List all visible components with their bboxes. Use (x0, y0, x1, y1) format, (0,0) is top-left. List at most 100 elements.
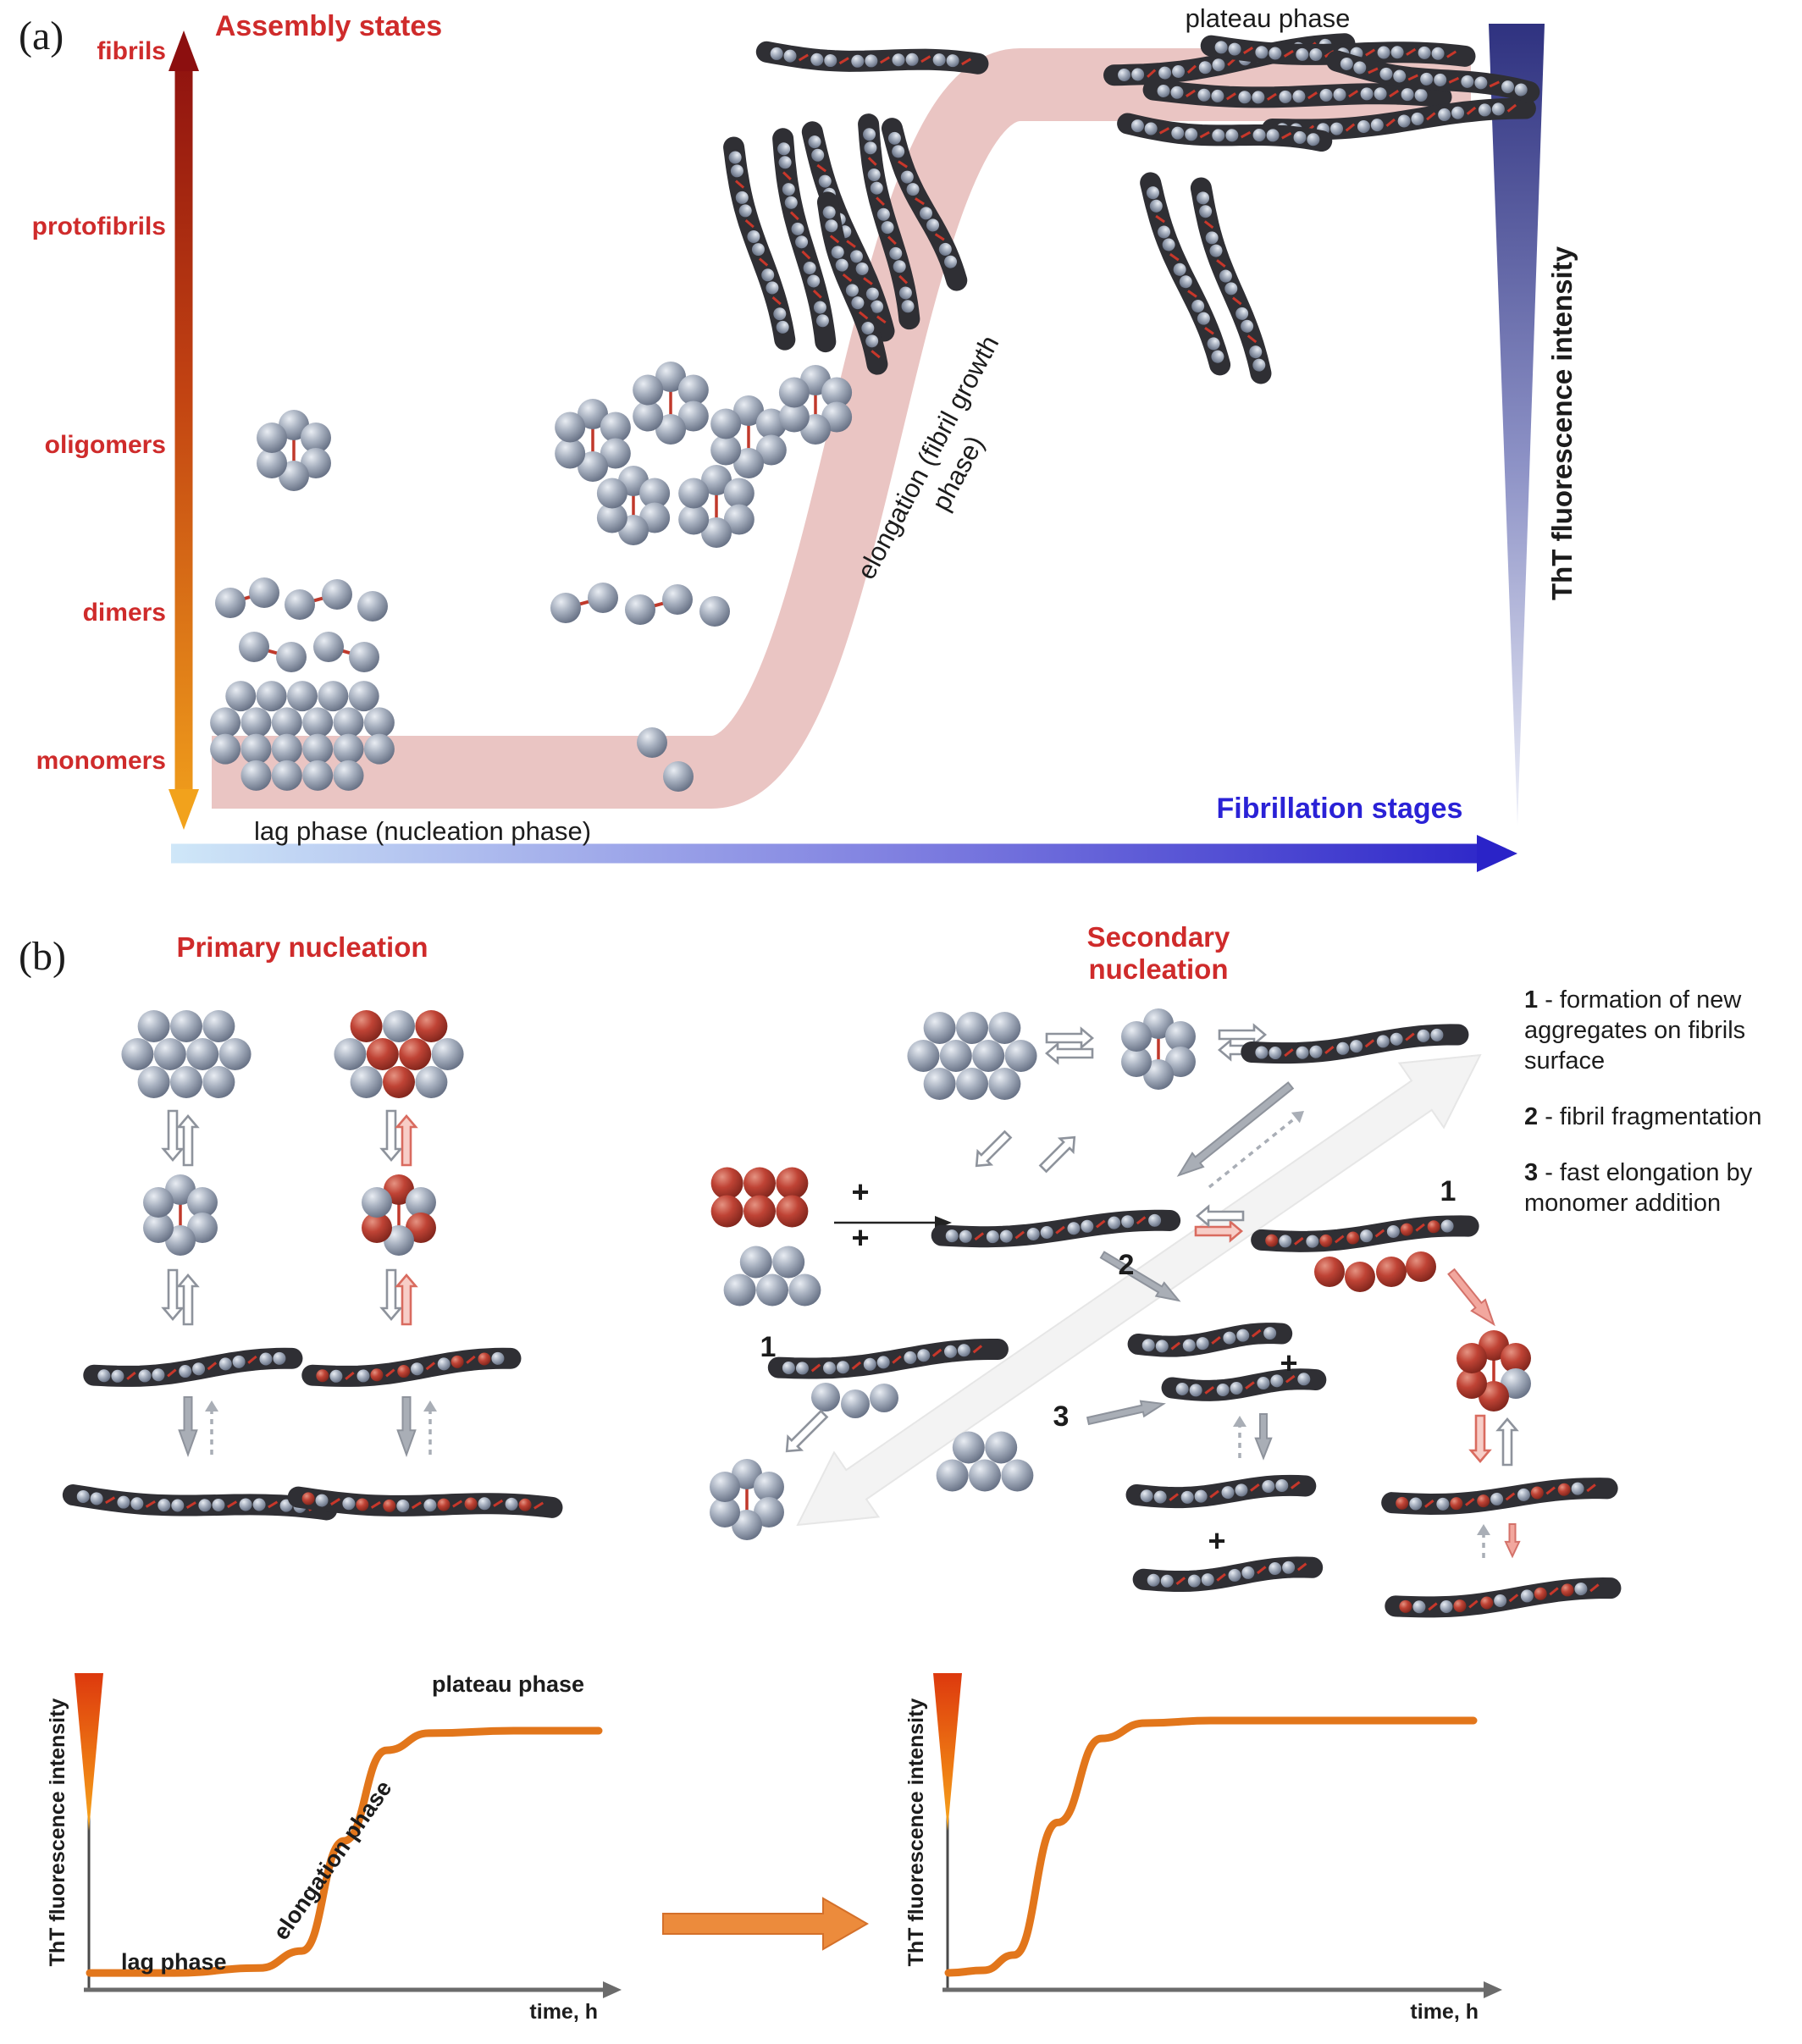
monomer-sphere (889, 246, 903, 260)
equilibrium-arrow (1038, 1135, 1076, 1174)
monomer-sphere (876, 1356, 890, 1369)
red-monomer-sphere (316, 1369, 329, 1383)
monomer-sphere (1144, 122, 1158, 135)
monomer-sphere (1228, 1568, 1241, 1582)
monomer-sphere (1221, 1486, 1235, 1500)
monomer-sphere (232, 1355, 246, 1368)
red-monomer-sphere (1457, 1343, 1488, 1373)
red-monomer-sphere (1406, 1251, 1436, 1282)
monomer-sphere (1270, 1374, 1284, 1388)
monomer-sphere (1197, 88, 1211, 102)
plus-sign-2: + (851, 1220, 869, 1255)
red-monomer-sphere (478, 1352, 491, 1366)
monomer-sphere (1401, 88, 1414, 102)
monomer-sphere (1225, 129, 1239, 142)
monomer-sphere (778, 156, 792, 169)
monomer-sphere (710, 1497, 741, 1527)
red-monomer-sphere (1500, 1343, 1531, 1373)
monomer-sphere (1157, 84, 1170, 97)
monomer-sphere (773, 307, 787, 321)
fibril (1127, 1323, 1293, 1357)
monomer-sphere (1461, 75, 1474, 88)
monomer-sphere (1191, 300, 1205, 313)
red-monomer-sphere (370, 1368, 384, 1382)
monomer-sphere (322, 579, 352, 610)
monomer-sphere (926, 218, 940, 232)
monomer-sphere (1214, 41, 1228, 54)
monomer-sphere (1143, 1059, 1174, 1090)
monomer-sphere (1478, 103, 1491, 117)
monomer-sphere (821, 377, 853, 408)
monomer-sphere (803, 262, 816, 275)
monomer-sphere (363, 733, 395, 765)
monomer-sphere (215, 588, 246, 618)
monomer-sphere (1001, 1459, 1034, 1492)
monomer-sphere (1236, 1329, 1250, 1342)
equilibrium-arrow (785, 1409, 829, 1453)
fibril (881, 118, 968, 291)
monomer-sphere (1241, 319, 1254, 333)
red-monomer-sphere (384, 1174, 414, 1205)
monomer-sphere (596, 502, 627, 533)
x-axis-arrow-head-left (603, 1981, 622, 1998)
process-arrow (396, 1396, 417, 1457)
monomer-sphere (957, 1344, 970, 1357)
monomer-sphere (822, 206, 836, 219)
monomer-sphere (1212, 58, 1225, 72)
red-monomer-sphere (1479, 1330, 1509, 1361)
monomer-sphere (437, 1357, 450, 1371)
equilibrium-arrow (161, 1109, 185, 1163)
monomer-sphere (1440, 1219, 1454, 1233)
monomer-sphere (1440, 1600, 1453, 1614)
monomer-sphere (578, 451, 608, 482)
fibril (1381, 1478, 1618, 1515)
monomer-sphere (357, 591, 388, 621)
red-monomer-sphere (1314, 1257, 1345, 1287)
red-monomer-sphere (383, 1066, 415, 1099)
red-monomer-sphere (776, 1167, 809, 1200)
monomer-sphere (1172, 64, 1186, 78)
monomer-sphere (240, 733, 272, 765)
arrow-down-head (169, 789, 199, 830)
monomer-sphere (1292, 90, 1306, 103)
monomer-sphere (1374, 87, 1387, 101)
monomer-sphere (943, 255, 957, 268)
monomer-sphere (1153, 1490, 1167, 1504)
chart-lag-phase-label: lag phase (121, 1949, 227, 1975)
monomer-sphere (198, 1499, 212, 1512)
process-arrow (1254, 1413, 1273, 1461)
monomer-sphere (986, 1230, 999, 1244)
monomer-sphere (761, 268, 775, 282)
monomer-sphere (1376, 1035, 1390, 1048)
monomer-sphere (710, 408, 742, 439)
red-monomer-sphere (1345, 1262, 1375, 1292)
right-ylabel-text: ThT fluorescence intensity (904, 1699, 928, 1967)
monomer-sphere (677, 401, 709, 432)
monomer-sphere (1490, 1492, 1504, 1505)
fibril (1161, 1368, 1327, 1401)
monomer-sphere (384, 1225, 414, 1256)
red-monomer-sphere (437, 1498, 450, 1511)
monomer-sphere (633, 401, 664, 432)
monomer-sphere (818, 174, 832, 188)
monomer-sphere (1158, 225, 1171, 239)
monomer-sphere (1517, 1488, 1530, 1501)
equilibrium-arrow (395, 1113, 418, 1167)
legend-number-3: 3 (1524, 1158, 1539, 1186)
monomer-sphere (218, 1357, 232, 1371)
monomer-sphere (302, 733, 334, 765)
red-monomer-sphere (1399, 1599, 1412, 1613)
monomer-sphere (478, 1497, 491, 1511)
marker-3: 3 (1053, 1400, 1070, 1433)
tht-kinetics-curve (944, 1716, 1478, 1977)
monomer-sphere (257, 423, 288, 453)
monomer-sphere (639, 478, 671, 509)
monomer-sphere (1201, 1573, 1214, 1587)
monomer-sphere (1414, 88, 1428, 102)
sigmoid-phase-band (212, 48, 1471, 809)
fibril (1251, 1215, 1479, 1252)
monomer-sphere (212, 1498, 225, 1511)
equilibrium-arrow (975, 1130, 1013, 1168)
monomer-sphere (555, 438, 586, 469)
